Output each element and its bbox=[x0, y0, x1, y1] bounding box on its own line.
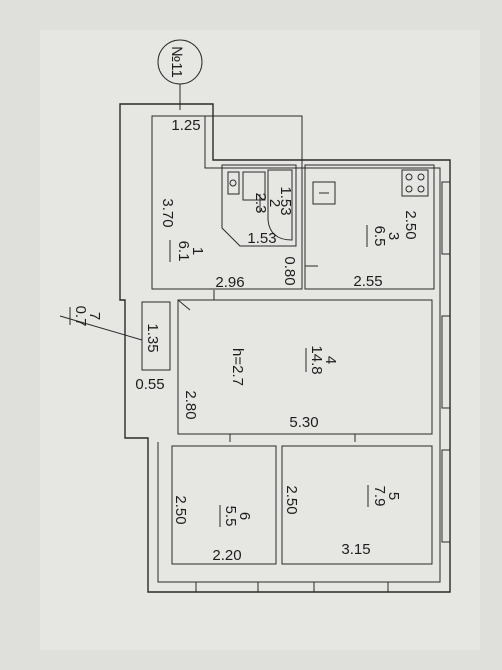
room-3-number: 3 bbox=[385, 232, 402, 240]
room-4-outline bbox=[177, 299, 433, 435]
stove-burner-icon bbox=[405, 185, 413, 193]
dim-2-96: 2.96 bbox=[215, 274, 244, 291]
room-4-number: 4 bbox=[322, 356, 339, 364]
room-1-area: 6.1 bbox=[175, 241, 192, 262]
sink-icon bbox=[312, 181, 336, 205]
dim-3-15: 3.15 bbox=[341, 541, 370, 558]
room-2-number: 2 bbox=[266, 199, 283, 207]
dim-5-30: 5.30 bbox=[289, 414, 318, 431]
window-living bbox=[441, 315, 451, 409]
room-5-number: 5 bbox=[385, 492, 402, 500]
dim-1-53-a: 1.53 bbox=[277, 186, 294, 215]
room-3-outline bbox=[304, 164, 435, 290]
window-room-5 bbox=[441, 449, 451, 543]
window-room-5-bottom bbox=[313, 581, 389, 593]
room-2-area: 2.3 bbox=[252, 193, 269, 214]
toilet-bowl bbox=[229, 179, 237, 187]
room-6-outline bbox=[171, 445, 277, 565]
window-kitchen bbox=[441, 181, 451, 255]
room-4-area: 14.8 bbox=[308, 345, 325, 374]
room-7-number: 7 bbox=[86, 312, 103, 320]
room-6-area: 5.5 bbox=[222, 506, 239, 527]
dim-3-70: 3.70 bbox=[159, 198, 176, 227]
sink-fixture bbox=[242, 171, 266, 201]
room-1-number: 1 bbox=[189, 247, 206, 255]
room-7-area: 0.7 bbox=[72, 306, 89, 327]
room-7-outline bbox=[141, 301, 171, 371]
stove-burner-icon bbox=[405, 173, 413, 181]
stove-icon bbox=[401, 169, 429, 197]
dim-2-55: 2.55 bbox=[353, 273, 382, 290]
room-5-outline bbox=[281, 445, 433, 565]
dim-0-55: 0.55 bbox=[135, 376, 164, 393]
ceiling-height: h=2.7 bbox=[229, 348, 246, 386]
dim-1-35: 1.35 bbox=[144, 323, 161, 352]
bathtub-fixture bbox=[267, 169, 293, 241]
dim-0-80: 0.80 bbox=[281, 256, 298, 285]
dim-2-20: 2.20 bbox=[212, 547, 241, 564]
dim-2-80: 2.80 bbox=[182, 390, 199, 419]
outer-wall bbox=[119, 103, 451, 593]
room-3-area: 6.5 bbox=[371, 226, 388, 247]
window-room-6-bottom bbox=[195, 581, 259, 593]
dim-1-25: 1.25 bbox=[171, 117, 200, 134]
dim-2-50-kitchen: 2.50 bbox=[402, 210, 419, 239]
room-1-outline bbox=[151, 115, 303, 290]
room-6-number: 6 bbox=[236, 512, 253, 520]
apartment-stamp: №11 bbox=[168, 46, 185, 78]
room-5-area: 7.9 bbox=[371, 486, 388, 507]
dim-1-53-b: 1.53 bbox=[247, 230, 276, 247]
dim-2-50-room5: 2.50 bbox=[283, 485, 300, 514]
room-2-outline bbox=[221, 164, 297, 247]
toilet-fixture bbox=[227, 171, 240, 195]
plan-sheet bbox=[40, 30, 480, 650]
stove-burner-icon bbox=[417, 173, 425, 181]
room-7-leader-line bbox=[59, 315, 143, 341]
stove-burner-icon bbox=[417, 185, 425, 193]
door-swing bbox=[177, 299, 191, 311]
dim-2-50-room6: 2.50 bbox=[172, 495, 189, 524]
